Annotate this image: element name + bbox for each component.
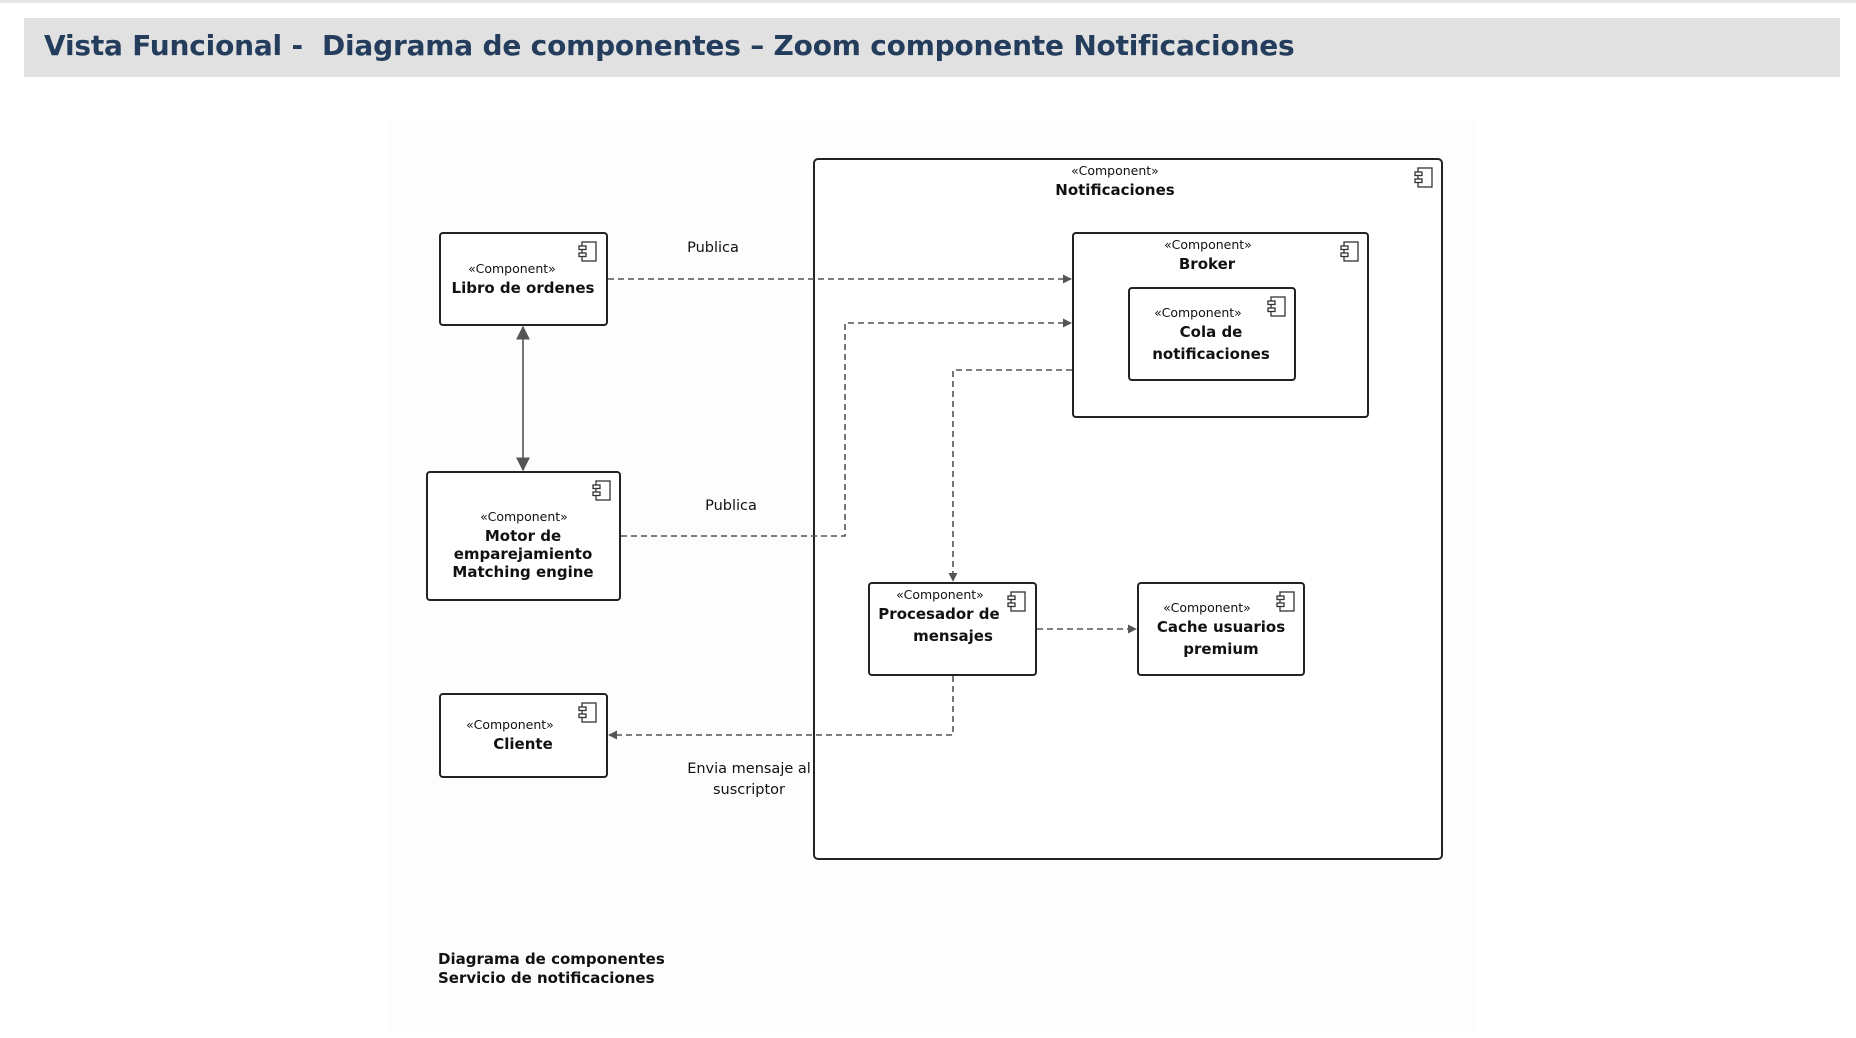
procesador-stereotype: «Component» <box>896 587 984 602</box>
motor-name-line1: Motor de <box>485 527 561 545</box>
edge-label-publica-1: Publica <box>687 240 739 256</box>
cliente-name: Cliente <box>493 735 553 753</box>
title-bar: Vista Funcional - Diagrama de componente… <box>24 18 1840 77</box>
component-libro-ordenes: «Component» Libro de ordenes <box>439 232 608 326</box>
motor-name-line2: emparejamiento <box>454 545 593 563</box>
cliente-stereotype: «Component» <box>466 717 554 732</box>
cache-name-line2: premium <box>1183 640 1258 658</box>
edge-label-envia-line1: Envia mensaje al <box>687 761 811 777</box>
edge-label-envia-line2: suscriptor <box>713 782 785 798</box>
cache-name-line1: Cache usuarios <box>1157 618 1285 636</box>
edges <box>516 274 1137 740</box>
component-icon <box>578 241 597 262</box>
component-icon <box>578 702 597 723</box>
edge-motor-broker <box>621 318 1072 537</box>
libro-name: Libro de ordenes <box>452 279 595 297</box>
procesador-name-line1: Procesador de <box>878 605 999 623</box>
diagram-caption-line1: Diagrama de componentes <box>438 950 665 968</box>
component-cache-usuarios: «Component» Cache usuarios premium <box>1137 582 1305 676</box>
cache-stereotype: «Component» <box>1163 600 1251 615</box>
page-title: Vista Funcional - Diagrama de componente… <box>44 29 1295 62</box>
component-procesador-mensajes: «Component» Procesador de mensajes <box>868 582 1037 676</box>
motor-stereotype: «Component» <box>480 509 568 524</box>
cola-name-line1: Cola de <box>1180 323 1243 341</box>
component-icon <box>592 480 611 501</box>
component-icon <box>1414 167 1433 188</box>
edge-label-publica-2: Publica <box>705 498 757 514</box>
component-icon <box>1340 241 1359 262</box>
component-motor-emparejamiento: «Component» Motor de emparejamiento Matc… <box>426 471 621 601</box>
motor-name-line3: Matching engine <box>452 563 593 581</box>
cola-name-line2: notificaciones <box>1152 345 1270 363</box>
diagram-caption-line2: Servicio de notificaciones <box>438 969 655 987</box>
component-cliente: «Component» Cliente <box>439 693 608 778</box>
component-icon <box>1007 591 1026 612</box>
top-rule <box>0 0 1856 3</box>
container-stereotype: «Component» <box>1071 163 1159 178</box>
libro-stereotype: «Component» <box>468 261 556 276</box>
component-cola-notificaciones: «Component» Cola de notificaciones <box>1128 287 1296 381</box>
broker-stereotype: «Component» <box>1164 237 1252 252</box>
component-icon <box>1276 591 1295 612</box>
component-icon <box>1267 296 1286 317</box>
broker-name: Broker <box>1179 255 1236 273</box>
container-name: Notificaciones <box>1055 181 1174 199</box>
procesador-name-line2: mensajes <box>913 627 993 645</box>
cola-stereotype: «Component» <box>1154 305 1242 320</box>
